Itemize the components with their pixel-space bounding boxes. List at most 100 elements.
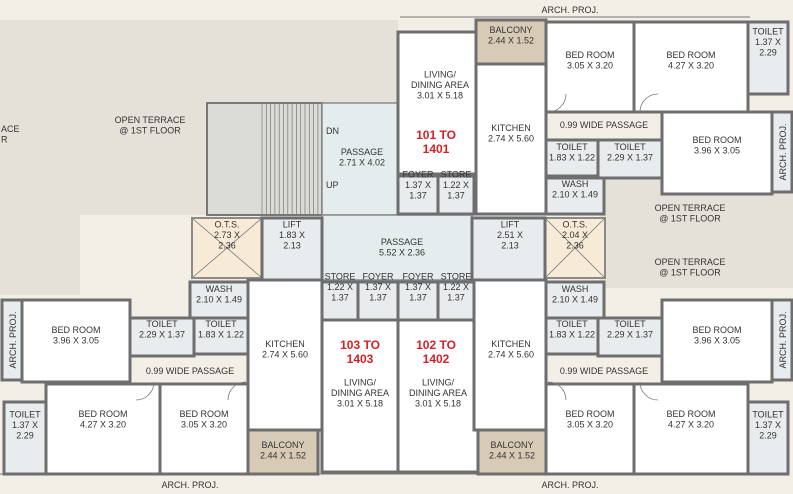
terrace-label-right-bottom: OPEN TERRACE@ 1ST FLOOR <box>655 257 726 278</box>
living-101 <box>396 30 478 176</box>
passage-mid <box>321 214 473 281</box>
door-swing <box>135 381 155 401</box>
staircase <box>206 102 323 216</box>
toilet-103b <box>128 316 196 358</box>
passage-102-label: 0.99 WIDE PASSAGE <box>560 366 648 376</box>
stair-treads <box>261 104 319 214</box>
door-swing <box>639 381 659 401</box>
arch-proj-102 <box>770 298 793 382</box>
wash-102 <box>544 280 606 320</box>
toilet-101b <box>544 138 600 178</box>
arch-proj-top: ARCH. PROJ. <box>541 5 598 15</box>
arch-proj-side-102: ARCH. PROJ. <box>778 311 788 368</box>
stair-up-label: UP <box>326 180 339 190</box>
terrace-label-right-top: OPEN TERRACE@ 1ST FLOOR <box>655 203 726 224</box>
stair-dn-label: DN <box>326 126 339 136</box>
door-swing <box>547 93 567 113</box>
terrace-right <box>600 178 793 288</box>
wash-103 <box>188 280 250 320</box>
terrace-label-left: OPEN TERRACE@ 1ST FLOOR <box>115 115 186 136</box>
store-102 <box>436 280 476 322</box>
arch-proj-103 <box>0 298 24 382</box>
bedroom-101a <box>544 20 636 114</box>
toilet-103a <box>2 400 48 476</box>
bedroom-103a <box>158 382 250 476</box>
balcony-101 <box>474 18 548 66</box>
arch-proj-bottom-right: ARCH. PROJ. <box>541 480 598 490</box>
toilet-101a <box>746 20 790 96</box>
arch-proj-side-103: ARCH. PROJ. <box>8 311 18 368</box>
store-101 <box>436 174 476 216</box>
ots-right-cross2 <box>544 217 606 279</box>
living-103 <box>320 318 400 474</box>
toilet-102c <box>596 316 664 358</box>
foyer-103 <box>356 280 400 322</box>
passage-103-label: 0.99 WIDE PASSAGE <box>146 366 234 376</box>
arch-proj-bottom: ARCH. PROJ. <box>161 480 218 490</box>
ots-left-cross2 <box>191 217 263 279</box>
arch-proj-side-101: ARCH. PROJ. <box>778 123 788 180</box>
arch-proj-101 <box>770 110 793 194</box>
bedroom-101c <box>660 110 774 196</box>
passage-101-label: 0.99 WIDE PASSAGE <box>560 120 648 130</box>
living-102 <box>396 318 480 474</box>
wash-101 <box>544 176 606 216</box>
door-swing <box>227 381 247 401</box>
toilet-102a <box>746 400 790 476</box>
door-swing <box>639 93 659 113</box>
kitchen-103 <box>246 278 324 432</box>
bedroom-102a <box>544 382 636 476</box>
terrace-left <box>0 20 80 295</box>
door-swing <box>547 381 567 401</box>
toilet-101c <box>596 138 664 180</box>
